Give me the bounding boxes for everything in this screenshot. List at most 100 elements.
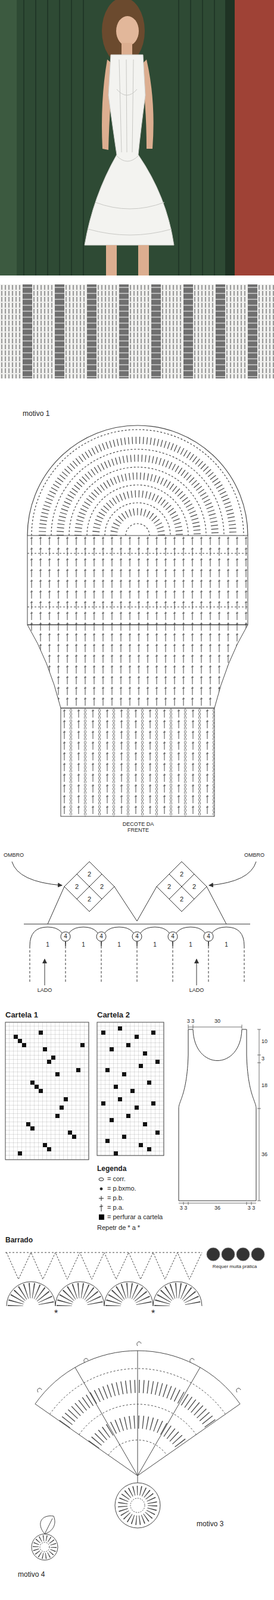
garment-schematic-part: [178, 1030, 257, 1203]
chart-title: Barrado: [5, 1237, 33, 1247]
edging-chart-part: [6, 1253, 202, 1281]
legend-symbol-part: [101, 1205, 102, 1213]
motif-chart-part-part: [78, 476, 198, 537]
model-photo-part: [106, 245, 117, 276]
fan-motif-chart-part-part: [190, 1359, 195, 1365]
edging-chart-part-part: [15, 1291, 47, 1308]
fan-motif-chart-part-part: [130, 1499, 145, 1515]
layout-schematic: [11, 862, 257, 987]
punch-card-part-part: [76, 1069, 81, 1074]
leaf-motif-chart-part: [35, 1539, 54, 1558]
panel-diamond: 2: [169, 887, 195, 913]
layout-schematic-part-part: [137, 947, 138, 983]
legend-text: = p.a.: [107, 1205, 124, 1213]
dimension: 3 3: [247, 1206, 256, 1213]
layout-schematic-part: [114, 887, 157, 923]
motif-chart-part-part: [95, 494, 180, 537]
punch-card-part-part: [113, 1085, 118, 1091]
fan-motif-chart-part-part: [37, 1389, 42, 1394]
legend-symbol: [98, 1179, 104, 1214]
motif-circle: 4: [131, 932, 143, 943]
node-number: 4: [99, 934, 104, 941]
garment-schematic-part-part: [251, 1203, 252, 1207]
punch-card-part-part: [117, 1027, 123, 1032]
model-photo-part-part: [119, 59, 122, 153]
node-number: 2: [192, 884, 196, 892]
model-photo-part-part: [88, 229, 172, 236]
garment-schematic-part-part: [257, 1056, 261, 1057]
punch-card-part-part: [142, 1123, 148, 1128]
punch-card-part-part: [109, 1048, 114, 1053]
chart-title: motivo 1: [22, 410, 50, 419]
layout-schematic-part-part: [65, 947, 67, 983]
punch-card-part-part: [105, 1069, 110, 1074]
motif-number: 1: [81, 942, 86, 950]
repeat-mark: *: [151, 1309, 155, 1321]
motif-circle: 4: [95, 932, 107, 943]
dimension: 36: [261, 1152, 268, 1159]
legend-symbol-part: [101, 1197, 102, 1203]
fan-motif-chart-part-part: [137, 1343, 142, 1348]
legend-symbol-part: [98, 1179, 104, 1183]
garment-schematic-part-part: [241, 1025, 243, 1030]
model-photo-part-part: [178, 0, 180, 276]
node-number: 4: [135, 934, 139, 941]
node-number: 2: [100, 884, 104, 892]
motif-circle: 4: [203, 932, 214, 943]
layout-schematic-part-part: [101, 947, 102, 983]
motif-number: 1: [224, 942, 229, 950]
node-shape: [203, 932, 214, 943]
node-number: 2: [167, 884, 171, 892]
punch-card-part-part: [22, 1044, 27, 1049]
motif-chart-part-part: [125, 524, 150, 537]
garment-schematic-part-part: [257, 1030, 261, 1032]
layout-schematic-part: [209, 862, 257, 887]
motif-chart-part: [27, 625, 248, 709]
yarn-icon-part: [251, 1249, 265, 1263]
garment-schematic-part: [178, 1025, 261, 1207]
garment-schematic-part-part: [257, 1109, 261, 1111]
garment-schematic-part-part: [257, 1202, 261, 1203]
leaf-motif-chart: [31, 1517, 58, 1562]
repeat-mark: *: [54, 1309, 58, 1321]
model-photo-part-part: [47, 0, 49, 276]
node-number: 2: [87, 897, 92, 904]
fan-motif-chart-part: [122, 1492, 153, 1522]
punch-card-part: [5, 1023, 89, 1161]
motif-chart-part: [42, 440, 233, 537]
motif-chart-part-part: [86, 485, 189, 537]
skill-note: Requer muita prática: [212, 1265, 257, 1271]
motif-chart: [27, 425, 248, 818]
model-photo-part-part: [190, 0, 192, 276]
motif-number: 1: [117, 942, 121, 950]
dimension: 10: [261, 1039, 268, 1046]
punch-card-part-part: [151, 1031, 156, 1036]
model-photo-part: [225, 0, 235, 276]
model-photo-part: [234, 0, 274, 276]
node-shape: [167, 932, 178, 943]
edging-chart-part-part: [153, 1283, 202, 1308]
model-photo-part: [116, 16, 139, 46]
garment-schematic-part-part: [246, 1203, 248, 1207]
motif-chart-part-part: [69, 467, 207, 537]
garment-schematic-part-part: [183, 1203, 185, 1207]
panel-diamond: 2: [76, 887, 102, 913]
punch-card-part-part: [30, 1081, 35, 1086]
card-title: Cartela 1: [5, 1012, 39, 1021]
dimension: 30: [214, 1019, 221, 1026]
dimension: 3 3: [179, 1206, 188, 1213]
yarn-icon: [206, 1249, 265, 1263]
punch-card-part-part: [55, 1073, 60, 1078]
card-title: Cartela 2: [97, 1012, 130, 1021]
dimension: 3: [261, 1056, 265, 1063]
leaf-motif-chart-part: [44, 1520, 53, 1536]
fan-motif-chart: [35, 1343, 241, 1530]
punch-card-part-part: [130, 1090, 135, 1095]
shoulder-label: OMBRO: [3, 852, 24, 859]
punch-card-part-part: [151, 1102, 156, 1107]
punch-card-part-part: [126, 1044, 131, 1049]
motif-chart-part: [31, 430, 244, 537]
model-photo-part-part: [23, 0, 25, 276]
neckline-note: DECOTE DA FRENTE: [117, 822, 160, 835]
garment-schematic-part-part: [188, 1203, 189, 1207]
